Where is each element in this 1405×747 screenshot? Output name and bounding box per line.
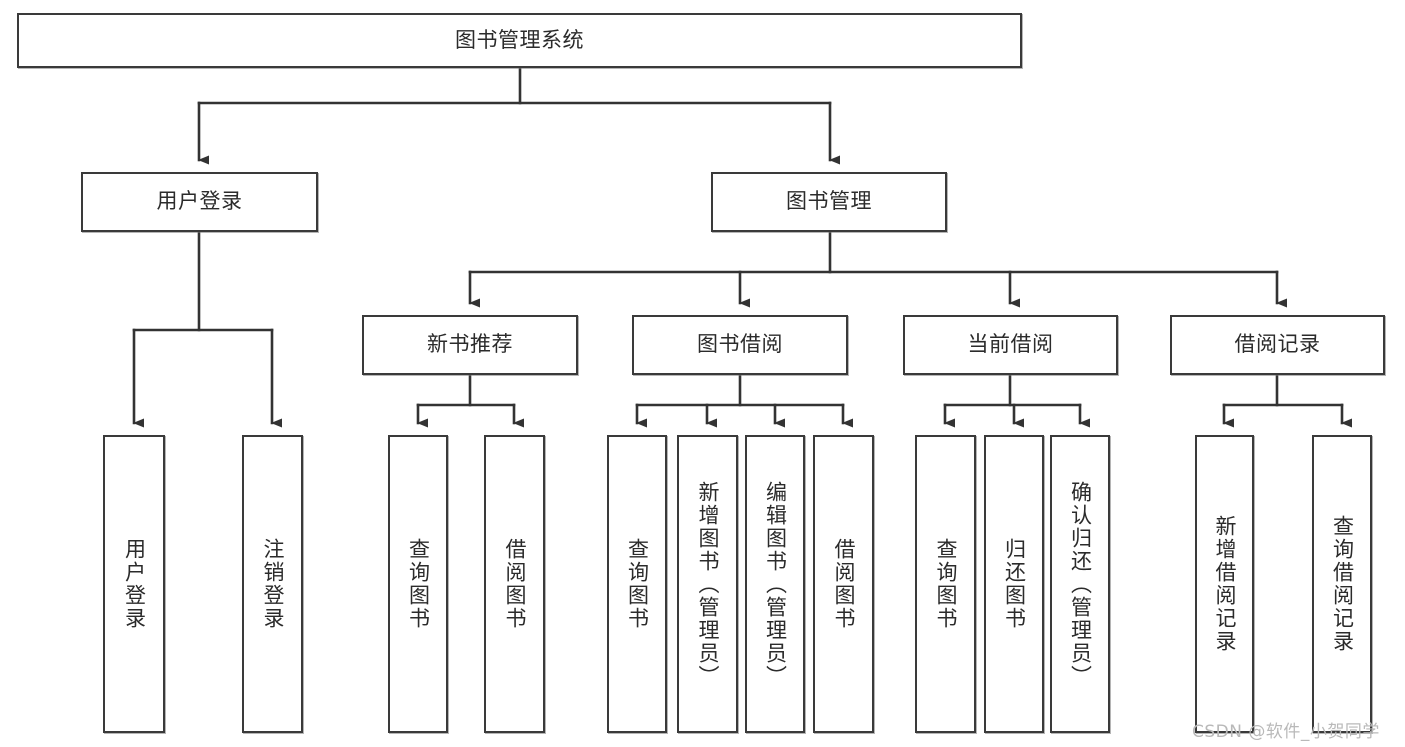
node-leaf-query-borrow-record[interactable]: 查询借阅记录	[1312, 435, 1372, 733]
node-label: 归还图书	[1002, 538, 1027, 630]
node-leaf-return-book[interactable]: 归还图书	[984, 435, 1044, 733]
node-label: 借阅图书	[832, 538, 856, 630]
connector-book-management-stem	[468, 230, 1287, 308]
node-label: 查询图书	[406, 538, 431, 630]
node-book-borrow[interactable]: 图书借阅	[632, 315, 848, 375]
node-label: 确认归还（管理员）	[1068, 480, 1093, 688]
node-leaf-confirm-return-admin[interactable]: 确认归还（管理员）	[1050, 435, 1110, 733]
node-current-borrow[interactable]: 当前借阅	[903, 315, 1118, 375]
node-label: 编辑图书（管理员）	[763, 480, 788, 688]
node-book-management[interactable]: 图书管理	[711, 172, 947, 232]
node-leaf-edit-book-admin[interactable]: 编辑图书（管理员）	[745, 435, 805, 733]
node-new-book-recommend[interactable]: 新书推荐	[362, 315, 578, 375]
node-label: 图书管理	[786, 189, 872, 214]
node-leaf-user-login[interactable]: 用户登录	[103, 435, 165, 733]
node-label: 借阅记录	[1234, 332, 1321, 357]
node-leaf-logout[interactable]: 注销登录	[242, 435, 303, 733]
node-leaf-query-book-borrow[interactable]: 查询图书	[607, 435, 667, 733]
node-label: 新增图书（管理员）	[696, 480, 720, 688]
node-user-login[interactable]: 用户登录	[81, 172, 318, 232]
connector-new-book-recommend-stem	[416, 373, 524, 428]
node-leaf-query-book-current[interactable]: 查询图书	[915, 435, 976, 733]
node-label: 查询图书	[625, 538, 650, 630]
node-label: 图书管理系统	[455, 27, 584, 52]
node-label: 当前借阅	[967, 332, 1054, 357]
node-leaf-add-borrow-record[interactable]: 新增借阅记录	[1195, 435, 1254, 733]
connector-borrow-record-stem	[1222, 373, 1352, 428]
node-label: 图书借阅	[697, 332, 783, 357]
node-leaf-borrow-book-recommend[interactable]: 借阅图书	[484, 435, 545, 733]
node-label: 新增借阅记录	[1213, 515, 1237, 653]
connector-user-login-stem	[132, 230, 282, 428]
connector-root-stem	[197, 66, 832, 105]
node-label: 注销登录	[261, 538, 285, 630]
node-leaf-query-book-recommend[interactable]: 查询图书	[388, 435, 448, 733]
node-root-system[interactable]: 图书管理系统	[17, 13, 1022, 68]
node-label: 查询借阅记录	[1330, 515, 1355, 653]
node-leaf-add-book-admin[interactable]: 新增图书（管理员）	[677, 435, 738, 733]
node-label: 新书推荐	[427, 332, 513, 357]
connector-current-borrow-stem	[943, 373, 1090, 428]
node-borrow-record[interactable]: 借阅记录	[1170, 315, 1385, 375]
csdn-watermark: CSDN @软件_小贺同学	[1192, 722, 1380, 742]
node-label: 查询图书	[934, 538, 958, 630]
node-leaf-borrow-book[interactable]: 借阅图书	[813, 435, 874, 733]
node-label: 借阅图书	[503, 538, 527, 630]
node-label: 用户登录	[122, 538, 147, 630]
node-label: 用户登录	[156, 189, 243, 214]
connector-book-borrow-stem	[635, 373, 853, 428]
